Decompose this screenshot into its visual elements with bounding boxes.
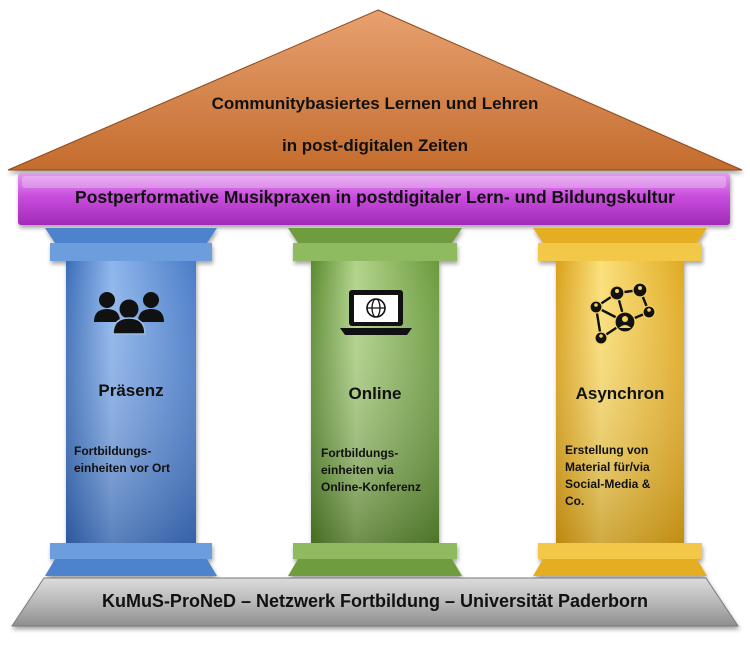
pillar-title-praesenz: Präsenz bbox=[98, 381, 164, 400]
laptop-globe-icon bbox=[340, 290, 412, 335]
roof-title-line-1: Communitybasiertes Lernen und Lehren bbox=[211, 94, 539, 113]
pillar-title-asynchron: Asynchron bbox=[575, 384, 665, 403]
pillar-asynchron bbox=[533, 228, 707, 576]
roof-band bbox=[18, 173, 730, 225]
pillar-online bbox=[288, 228, 462, 576]
band-title: Postperformative Musikpraxen in postdigi… bbox=[75, 187, 675, 207]
pillar-desc-asynchron: Erstellung von Material für/via Social-M… bbox=[565, 443, 651, 508]
pillar-title-online: Online bbox=[348, 384, 402, 403]
group-people-icon bbox=[94, 292, 164, 335]
base-platform bbox=[11, 577, 739, 627]
pillar-desc-praesenz: Fortbildungs- einheiten vor Ort bbox=[74, 444, 171, 475]
roof-title-line-2: in post-digitalen Zeiten bbox=[281, 136, 469, 155]
roof-triangle bbox=[7, 9, 743, 171]
pillar-praesenz bbox=[45, 228, 217, 576]
base-title: KuMuS-ProNeD – Netzwerk Fortbildung – Un… bbox=[101, 591, 649, 611]
pillar-desc-online: Fortbildungs- einheiten via Online-Konfe… bbox=[321, 446, 422, 494]
network-people-icon bbox=[589, 282, 656, 345]
